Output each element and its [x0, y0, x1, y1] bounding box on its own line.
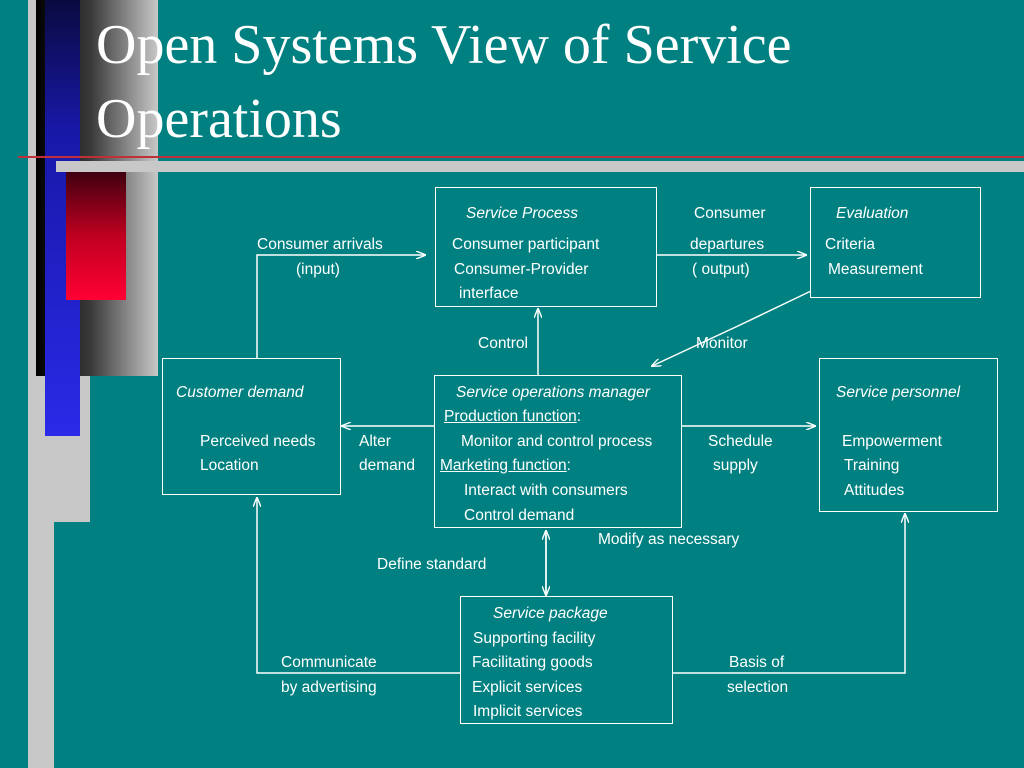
- marketing-function: Marketing function:: [440, 457, 571, 475]
- service-personnel-heading: Service personnel: [836, 384, 961, 401]
- label-basis: Basis of: [729, 654, 785, 671]
- service-process-line: Consumer participant: [452, 236, 600, 253]
- label-alter-demand: demand: [359, 457, 416, 474]
- decor-red-bar: [66, 172, 126, 300]
- manager-marketing-item: Interact with consumers: [464, 482, 628, 499]
- service-package-line: Facilitating goods: [472, 654, 593, 671]
- evaluation-heading: Evaluation: [836, 205, 909, 222]
- label-monitor: Monitor: [696, 335, 748, 352]
- customer-demand-line: Perceived needs: [200, 433, 316, 450]
- marketing-function-colon: :: [566, 457, 571, 474]
- label-alter: Alter: [359, 433, 391, 450]
- label-departures-output: ( output): [692, 261, 750, 278]
- service-package-line: Implicit services: [473, 703, 583, 720]
- production-function: Production function:: [444, 408, 581, 426]
- service-personnel-line: Attitudes: [844, 482, 905, 499]
- customer-demand-heading: Customer demand: [176, 384, 304, 401]
- slide-title: Open Systems View of Service Operations: [96, 14, 792, 150]
- manager-box: [434, 375, 682, 528]
- label-departures: departures: [690, 236, 765, 253]
- service-package-line: Supporting facility: [473, 630, 596, 647]
- label-arrivals-input: (input): [296, 261, 340, 278]
- evaluation-line: Criteria: [825, 236, 875, 253]
- label-define-standard: Define standard: [377, 556, 487, 573]
- manager-heading: Service operations manager: [456, 384, 650, 401]
- label-communicate: Communicate: [281, 654, 377, 671]
- service-process-heading: Service Process: [466, 205, 578, 222]
- service-package-heading: Service package: [493, 605, 608, 622]
- service-process-box: [435, 187, 657, 307]
- customer-demand-box: [162, 358, 341, 495]
- production-function-label: Production function: [444, 408, 577, 425]
- label-departures-consumer: Consumer: [694, 205, 766, 222]
- service-personnel-box: [819, 358, 998, 512]
- label-communicate-advertising: by advertising: [281, 679, 377, 696]
- arrow-basis-selection: [673, 514, 905, 674]
- label-basis-selection: selection: [727, 679, 789, 696]
- label-schedule-supply: supply: [713, 457, 758, 474]
- evaluation-box: [810, 187, 981, 298]
- service-package-box: [460, 596, 673, 724]
- service-process-line: Consumer-Provider: [454, 261, 589, 278]
- service-process-line: interface: [459, 285, 519, 302]
- customer-demand-line: Location: [200, 457, 259, 474]
- arrow-communicate: [257, 498, 460, 674]
- label-control: Control: [478, 335, 528, 352]
- title-divider-gray: [56, 161, 1024, 172]
- evaluation-line: Measurement: [828, 261, 923, 278]
- marketing-function-label: Marketing function: [440, 457, 567, 474]
- production-function-colon: :: [576, 408, 582, 425]
- title-divider-red: [18, 156, 1024, 158]
- service-personnel-line: Empowerment: [842, 433, 942, 450]
- arrow-arrivals: [256, 255, 425, 358]
- label-schedule: Schedule: [708, 433, 773, 450]
- manager-marketing-item: Control demand: [464, 507, 575, 524]
- label-modify: Modify as necessary: [598, 531, 740, 548]
- label-arrivals: Consumer arrivals: [257, 236, 383, 253]
- manager-production-item: Monitor and control process: [461, 433, 653, 450]
- service-personnel-line: Training: [844, 457, 900, 474]
- arrow-monitor: [652, 290, 812, 366]
- service-package-line: Explicit services: [472, 679, 583, 696]
